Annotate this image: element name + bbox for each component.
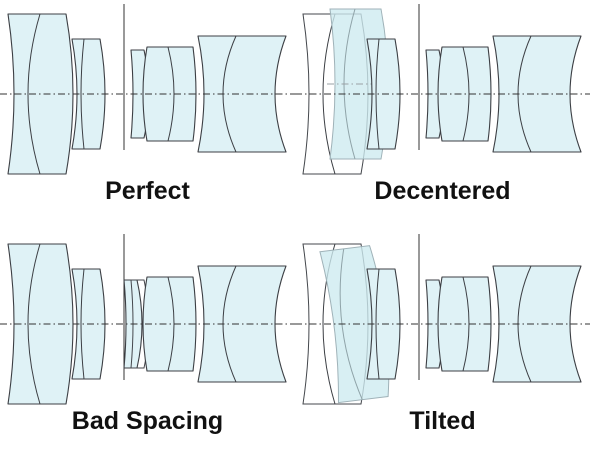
panel-perfect: Perfect (0, 0, 295, 221)
lens-system-perfect (0, 4, 295, 175)
lens-system-bad-spacing (0, 234, 295, 405)
element-2-interface (375, 38, 380, 150)
element-2-interface (80, 38, 85, 150)
caption-decentered: Decentered (374, 177, 511, 205)
front-doublet-interface-nominal (27, 243, 41, 405)
front-doublet-interface-nominal (27, 13, 41, 175)
caption-bad-spacing: Bad Spacing (71, 407, 224, 435)
element-2-interface (375, 268, 380, 380)
panel-decentered: Decentered (295, 0, 590, 221)
caption-perfect: Perfect (105, 177, 190, 205)
lens-system-decentered (295, 4, 590, 175)
lens-system-tilted (295, 234, 590, 405)
caption-tilted: Tilted (409, 407, 476, 435)
panel-tilted: Tilted (295, 230, 590, 451)
panel-bad-spacing: Bad Spacing (0, 230, 295, 451)
front-doublet-rotated-interface (339, 248, 363, 400)
element-2-interface (80, 268, 85, 380)
